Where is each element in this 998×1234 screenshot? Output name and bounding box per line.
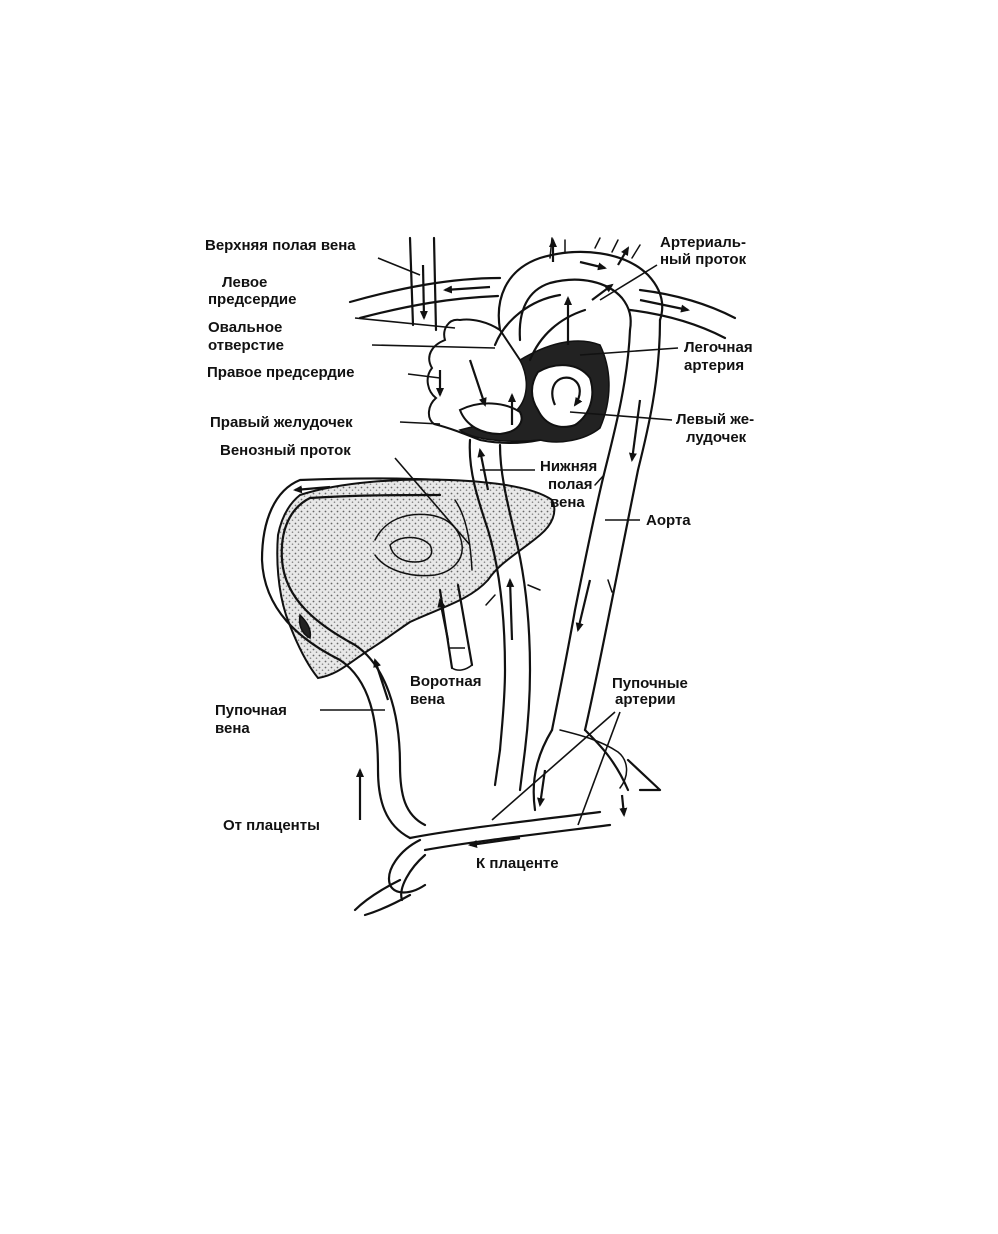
- label-inferior-vena-cava-2: полая: [548, 476, 592, 493]
- label-pulmonary-artery-1: Легочная: [684, 339, 753, 356]
- aortic-arch-inner: [520, 280, 631, 340]
- label-left-atrium-1: Левое: [222, 274, 267, 291]
- label-superior-vena-cava: Верхняя полая вена: [205, 237, 356, 254]
- leader-left-atrium: [355, 318, 455, 328]
- leader-superior-vena-cava: [378, 258, 420, 275]
- label-portal-vein-1: Воротная: [410, 673, 481, 690]
- ivc-branch: [486, 585, 540, 605]
- leader-umbilical-arteries-1: [492, 712, 615, 820]
- label-portal-vein-2: вена: [410, 691, 445, 708]
- pulmonary-artery-left-bottom: [360, 296, 498, 318]
- arrow-arch-up-2: [618, 248, 628, 265]
- label-umbilical-vein-1: Пупочная: [215, 702, 287, 719]
- arrow-uv-up: [375, 660, 388, 700]
- label-left-atrium-2: предсердие: [208, 291, 296, 308]
- aortic-arch-outer: [499, 252, 662, 330]
- label-left-ventricle-1: Левый же-: [676, 411, 754, 428]
- label-umbilical-arteries-2: артерии: [615, 691, 676, 708]
- arrow-aorta-down-1: [632, 400, 640, 460]
- label-ductus-arteriosus-1: Артериаль-: [660, 234, 746, 251]
- arrow-svc-down: [423, 265, 424, 318]
- label-foramen-ovale-2: отверстие: [208, 337, 284, 354]
- umbilical-cord-top: [410, 812, 600, 838]
- label-umbilical-arteries-1: Пупочные: [612, 675, 688, 692]
- arch-branch-3: [632, 245, 640, 258]
- label-inferior-vena-cava-1: Нижняя: [540, 458, 597, 475]
- cord-end-2: [365, 895, 410, 915]
- label-from-placenta: От плаценты: [223, 817, 320, 834]
- arrow-ivc-up-1: [510, 580, 512, 640]
- aorta-branch-1: [595, 475, 612, 592]
- arrow-pulm-right: [640, 300, 688, 310]
- femoral-right: [628, 760, 660, 790]
- arrow-pulm-left: [445, 287, 490, 290]
- label-ductus-arteriosus-2: ный проток: [660, 251, 747, 268]
- arrow-arch-right: [580, 262, 605, 268]
- arrow-umb-art-2: [622, 795, 624, 815]
- label-left-ventricle-2: лудочек: [686, 429, 747, 446]
- cord-twist-1: [389, 840, 425, 893]
- label-aorta: Аорта: [646, 512, 691, 529]
- superior-vena-cava-left-wall: [410, 238, 413, 325]
- arch-branch-2: [595, 238, 618, 252]
- cord-end-1: [355, 880, 400, 910]
- label-right-atrium: Правое предсердие: [207, 364, 354, 381]
- label-pulmonary-artery-2: артерия: [684, 357, 744, 374]
- label-inferior-vena-cava-3: вена: [550, 494, 585, 511]
- label-to-placenta: К плаценте: [476, 855, 559, 872]
- portal-vein-end: [452, 665, 472, 670]
- label-right-ventricle: Правый желудочек: [210, 414, 353, 431]
- label-umbilical-vein-2: вена: [215, 720, 250, 737]
- label-foramen-ovale-1: Овальное: [208, 319, 282, 336]
- femoral-left: [495, 750, 525, 790]
- pulmonary-artery-left-top: [350, 278, 500, 302]
- label-ductus-venosus: Венозный проток: [220, 442, 351, 459]
- arrow-ductus: [592, 285, 612, 300]
- pulmonary-artery-right-bottom: [630, 310, 725, 338]
- leader-ductus-arteriosus: [600, 265, 657, 300]
